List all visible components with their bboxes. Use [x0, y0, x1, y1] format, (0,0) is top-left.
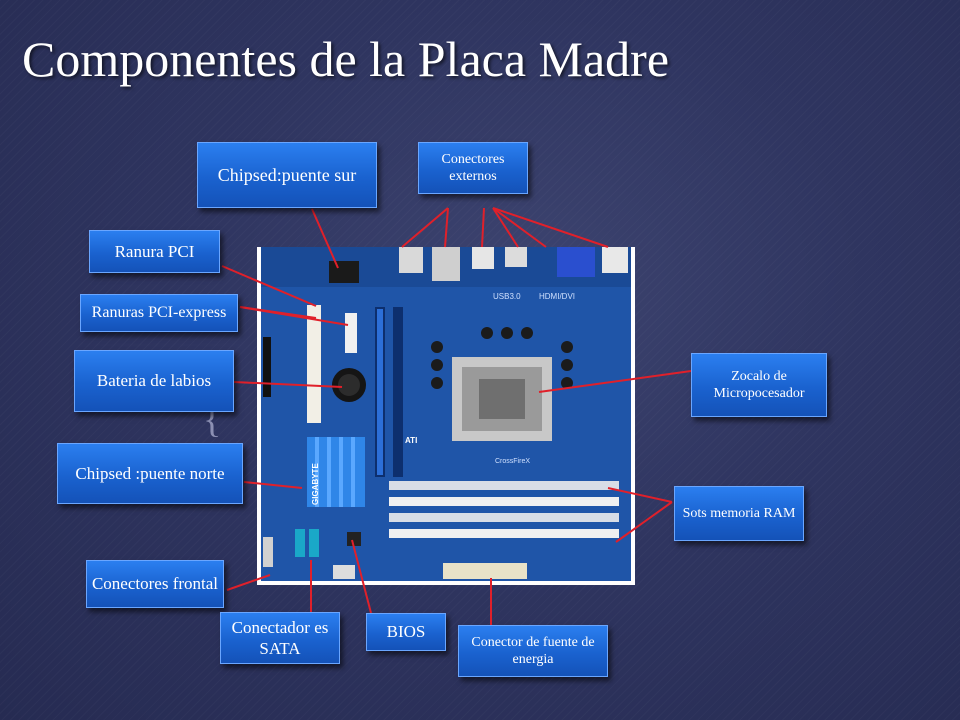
label-bios: BIOS [366, 613, 446, 651]
label-ranuras-pci-express: Ranuras PCI-express [80, 294, 238, 332]
label-chipset-sur: Chipsed:puente sur [197, 142, 377, 208]
atx-power-connector [443, 563, 527, 579]
label-sata: Conectador es SATA [220, 612, 340, 664]
label-conectores-externos: Conectores externos [418, 142, 528, 194]
io-port [505, 247, 527, 267]
motherboard-drawing: USB3.0 HDMI/DVI GIGABYTE ATI [257, 247, 635, 585]
label-fuente: Conector de fuente de energia [458, 625, 608, 677]
brand-marking: GIGABYTE [311, 463, 320, 505]
crossfire-marking: CrossFireX [495, 458, 530, 465]
sata-port [309, 529, 319, 557]
bios-chip [347, 532, 361, 546]
io-port [432, 247, 460, 281]
io-port [557, 247, 595, 277]
ram-slot [389, 497, 619, 506]
io-port [602, 247, 628, 273]
label-conectores-frontal: Conectores frontal [86, 560, 224, 608]
ram-slot [389, 481, 619, 490]
ram-slot [389, 513, 619, 522]
io-port [399, 247, 423, 273]
hdmi-marking: HDMI/DVI [539, 292, 575, 301]
pcie-slot-small [345, 313, 357, 353]
label-bateria: Bateria de labios [74, 350, 234, 412]
sata-port [295, 529, 305, 557]
io-port [472, 247, 494, 269]
ram-slot [389, 529, 619, 538]
label-zocalo: Zocalo de Micropocesador [691, 353, 827, 417]
usb-marking: USB3.0 [493, 292, 521, 301]
pcie-slot [393, 307, 403, 477]
label-ranura-pci: Ranura PCI [89, 230, 220, 273]
slide-title: Componentes de la Placa Madre [22, 31, 670, 87]
label-ram: Sots memoria RAM [674, 486, 804, 541]
motherboard-image: USB3.0 HDMI/DVI GIGABYTE ATI [257, 247, 635, 585]
ati-marking: ATI [405, 436, 417, 445]
pci-slot [307, 305, 321, 423]
label-chipset-norte: Chipsed :puente norte [57, 443, 243, 504]
